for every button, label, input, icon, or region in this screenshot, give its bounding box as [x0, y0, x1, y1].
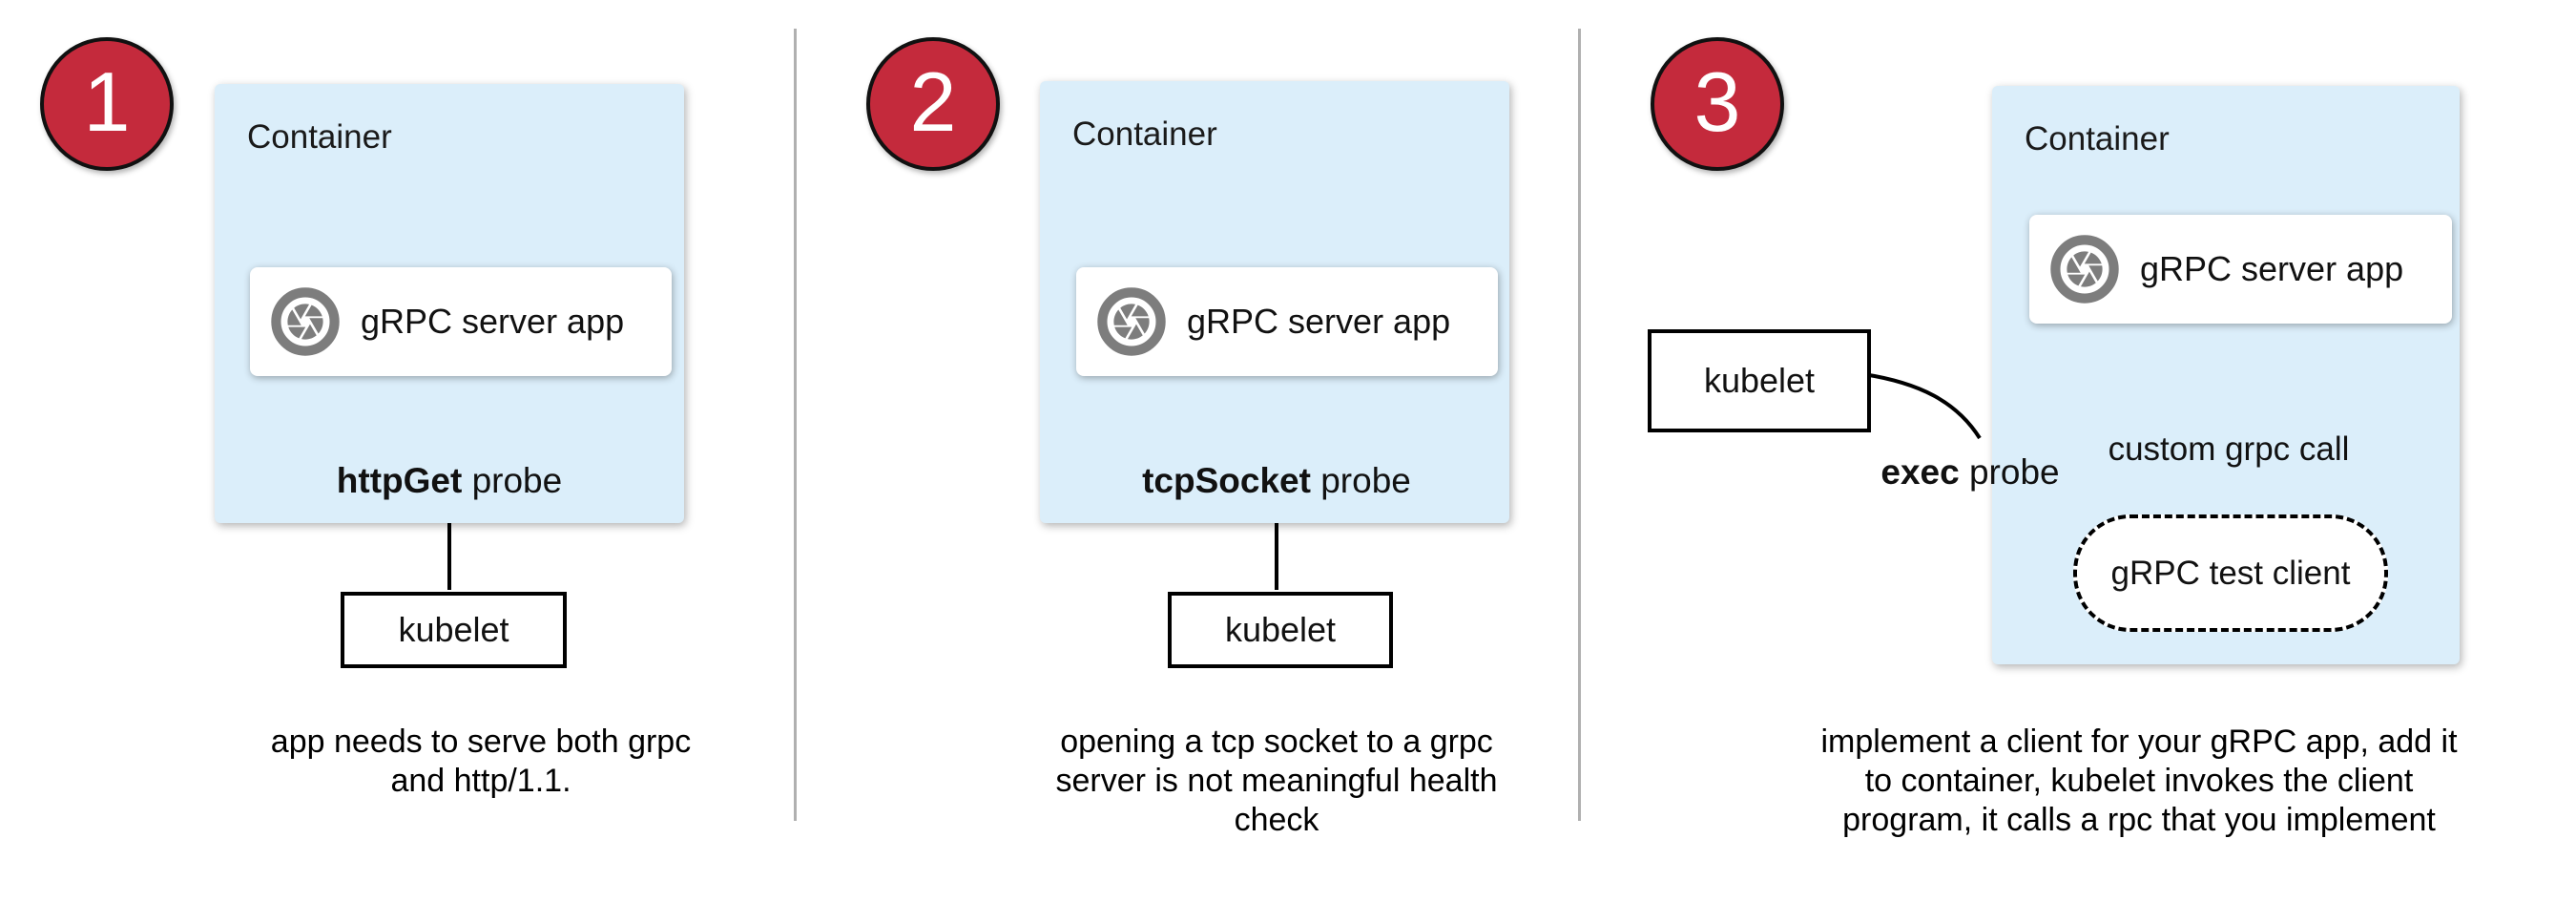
caption-line: check — [1234, 802, 1319, 838]
caption-line: app needs to serve both grpc — [270, 724, 692, 760]
probe-label-2: tcpSocket probe — [1076, 461, 1477, 501]
panel-divider-2 — [1578, 29, 1581, 821]
grpc-server-app-label: gRPC server app — [361, 302, 625, 341]
container-label-2: Container — [1072, 115, 1217, 153]
grpc-test-client-box: gRPC test client — [2073, 514, 2388, 632]
kubelet-box-2: kubelet — [1168, 592, 1393, 668]
kubelet-label-2: kubelet — [1224, 610, 1337, 649]
caption-line: implement a client for your gRPC app, ad… — [1820, 724, 2458, 760]
grpc-server-app-box-2: gRPC server app — [1076, 267, 1498, 376]
container-label-3: Container — [2025, 120, 2170, 157]
kubelet-box-3: kubelet — [1648, 329, 1871, 432]
step-number-2: 2 — [909, 54, 957, 149]
grpc-server-app-label: gRPC server app — [1187, 302, 1451, 341]
caption-2: opening a tcp socket to a grpc server is… — [914, 723, 1639, 840]
step-circle-2: 2 — [866, 37, 1000, 171]
aperture-icon — [1097, 287, 1166, 356]
probe-type-exec: exec — [1880, 452, 1960, 492]
custom-grpc-call-label: custom grpc call — [2108, 430, 2350, 468]
caption-line: program, it calls a rpc that you impleme… — [1842, 802, 2436, 838]
caption-line: to container, kubelet invokes the client — [1864, 763, 2414, 799]
container-label-1: Container — [247, 118, 392, 156]
caption-1: app needs to serve both grpc and http/1.… — [118, 723, 843, 801]
step-circle-3: 3 — [1651, 37, 1784, 171]
caption-line: and http/1.1. — [390, 763, 571, 799]
step-number-1: 1 — [83, 54, 131, 149]
exec-curve-upper — [1862, 372, 1982, 440]
grpc-test-client-label: gRPC test client — [2110, 554, 2351, 592]
grpc-server-app-box-3: gRPC server app — [2029, 215, 2452, 324]
caption-line: server is not meaningful health — [1055, 763, 1498, 799]
probe-type-tcpsocket: tcpSocket — [1142, 461, 1311, 500]
kubelet-label-3: kubelet — [1703, 361, 1816, 400]
probe-word: probe — [1959, 452, 2060, 492]
kubelet-box-1: kubelet — [341, 592, 567, 668]
step-circle-1: 1 — [40, 37, 174, 171]
aperture-icon — [271, 287, 340, 356]
caption-3: implement a client for your gRPC app, ad… — [1776, 723, 2502, 840]
step-number-3: 3 — [1693, 54, 1741, 149]
probe-label-3: exec probe — [1770, 452, 2171, 493]
grpc-server-app-label: gRPC server app — [2140, 249, 2404, 288]
panel-divider-1 — [794, 29, 797, 821]
grpc-server-app-box-1: gRPC server app — [250, 267, 672, 376]
probe-type-httpget: httpGet — [336, 461, 463, 500]
aperture-icon — [2050, 235, 2119, 304]
caption-line: opening a tcp socket to a grpc — [1060, 724, 1493, 760]
probe-word: probe — [1310, 461, 1411, 500]
probe-word: probe — [462, 461, 563, 500]
kubelet-label-1: kubelet — [398, 610, 509, 649]
probe-label-1: httpGet probe — [249, 461, 650, 501]
